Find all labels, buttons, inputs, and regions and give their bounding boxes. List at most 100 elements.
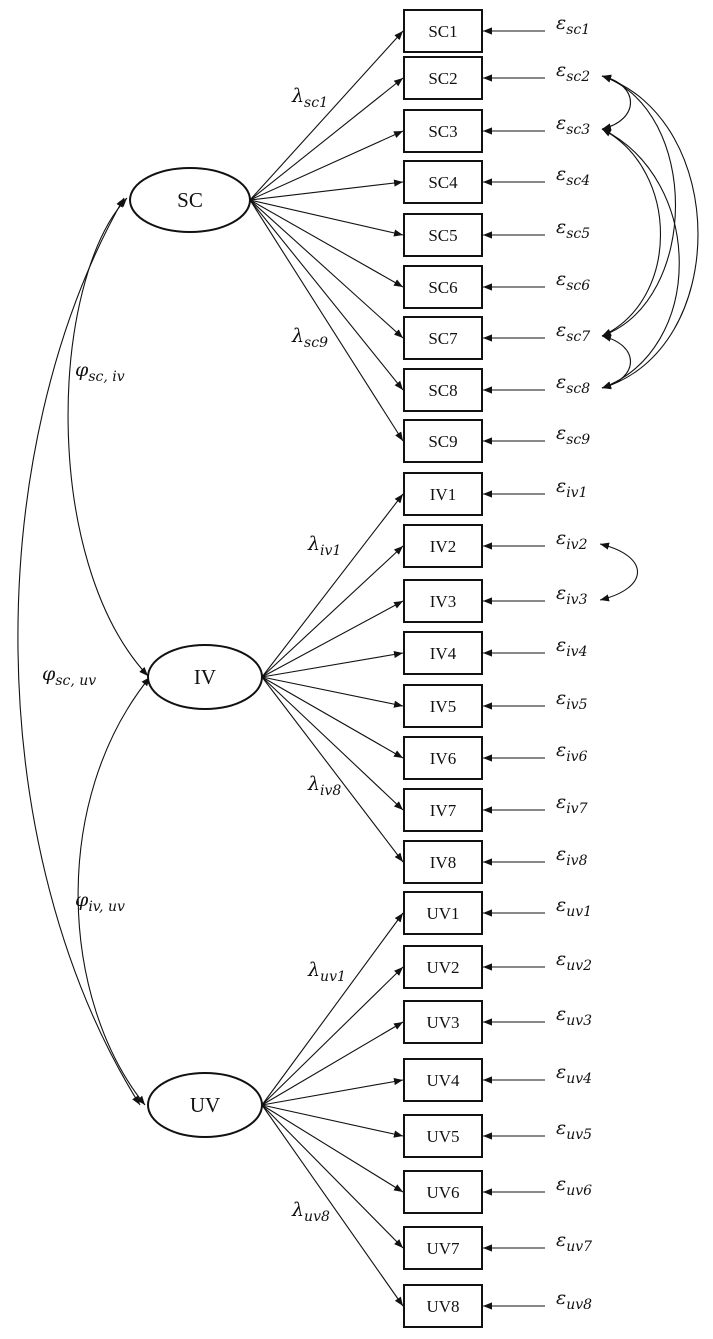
indicator-box-iv6 [403,736,483,780]
loading-label-uv1: λuv1 [307,959,346,985]
latent-ellipse-sc [129,167,251,233]
indicator-sc3: SC3 [403,109,483,153]
indicator-boxes: SC1SC2SC3SC4SC5SC6SC7SC8SC9IV1IV2IV3IV4I… [403,9,483,1328]
latent-label-sc: SC [177,188,203,212]
indicator-box-iv3 [403,579,483,623]
loading-arrow-iv7 [261,676,404,811]
indicator-box-uv1 [403,891,483,935]
indicator-sc6: SC6 [403,265,483,309]
indicator-uv7: UV7 [403,1226,483,1270]
indicator-uv5: UV5 [403,1114,483,1158]
indicator-uv2: UV2 [403,945,483,989]
error-label-iv5: εiv5 [556,687,588,713]
error-label-uv6: εuv6 [556,1173,592,1199]
indicator-iv7: IV7 [403,788,483,832]
indicator-sc1: SC1 [403,9,483,53]
error-label-sc3: εsc3 [556,112,590,138]
indicator-sc7: SC7 [403,316,483,360]
indicator-label-uv2: UV2 [426,958,459,977]
indicator-box-iv1 [403,472,483,516]
error-label-uv7: εuv7 [556,1229,592,1255]
error-label-iv8: εiv8 [556,843,588,869]
indicator-sc4: SC4 [403,160,483,204]
error-label-uv8: εuv8 [556,1287,592,1313]
error-covariance-sc2-sc3 [601,74,631,131]
loading-arrow-uv4 [261,1078,404,1106]
indicator-label-iv5: IV5 [430,697,456,716]
error-label-sc7: εsc7 [556,319,590,345]
factor-covariance-curves [17,197,151,1106]
indicator-box-iv5 [403,684,483,728]
indicator-label-sc1: SC1 [428,22,457,41]
indicator-box-sc5 [403,213,483,257]
indicator-label-uv1: UV1 [426,904,459,923]
loading-arrow-iv6 [261,676,404,759]
indicator-label-uv4: UV4 [426,1071,460,1090]
error-label-sc9: εsc9 [556,422,590,448]
loading-arrow-sc5 [249,199,404,237]
indicator-label-iv2: IV2 [430,537,456,556]
indicator-box-sc2 [403,56,483,100]
loading-arrow-uv8 [261,1104,404,1307]
indicator-uv6: UV6 [403,1170,483,1214]
indicator-box-sc3 [403,109,483,153]
indicator-sc2: SC2 [403,56,483,100]
error-label-uv1: εuv1 [556,894,592,920]
indicator-label-iv6: IV6 [430,749,456,768]
loading-arrow-sc7 [249,199,404,339]
error-label-sc4: εsc4 [556,163,590,189]
error-label-sc6: εsc6 [556,268,590,294]
indicator-iv3: IV3 [403,579,483,623]
indicator-box-sc8 [403,368,483,412]
indicator-sc9: SC9 [403,419,483,463]
loading-labels: λsc1 λsc9 λiv1 λiv8 λuv1 λuv8 [291,85,346,1225]
indicator-label-sc2: SC2 [428,69,457,88]
indicator-label-iv4: IV4 [430,644,457,663]
indicator-label-sc7: SC7 [428,329,458,348]
loading-arrow-sc9 [249,199,404,442]
indicator-box-iv8 [403,840,483,884]
indicator-label-uv6: UV6 [426,1183,459,1202]
loading-label-sc9: λsc9 [291,325,328,351]
indicator-label-iv1: IV1 [430,485,456,504]
error-label-uv5: εuv5 [556,1117,592,1143]
indicator-label-sc8: SC8 [428,381,457,400]
indicator-box-sc7 [403,316,483,360]
indicator-uv1: UV1 [403,891,483,935]
latent-label-iv: IV [194,665,216,689]
loading-arrow-iv3 [261,600,404,678]
loading-arrow-iv8 [261,676,404,863]
loading-arrow-uv7 [261,1104,404,1249]
indicator-uv8: UV8 [403,1284,483,1328]
indicator-uv3: UV3 [403,1000,483,1044]
indicator-label-sc6: SC6 [428,278,457,297]
loading-label-iv1: λiv1 [307,533,341,559]
indicator-box-uv3 [403,1000,483,1044]
latent-label-uv: UV [190,1093,220,1117]
covariance-labels: φsc, iv φsc, uv φiv, uv [42,359,125,915]
indicator-box-iv4 [403,631,483,675]
indicator-iv5: IV5 [403,684,483,728]
indicator-box-uv7 [403,1226,483,1270]
loading-arrow-sc3 [249,130,404,201]
error-label-sc5: εsc5 [556,216,590,242]
indicator-box-sc4 [403,160,483,204]
indicator-box-uv5 [403,1114,483,1158]
indicator-box-sc9 [403,419,483,463]
latent-ellipse-iv [147,644,263,710]
latent-ellipse-uv [147,1072,263,1138]
residual-arrows [483,27,545,1310]
covariance-label-sc-iv: φsc, iv [75,359,125,385]
indicator-label-sc3: SC3 [428,122,457,141]
error-term-labels: εsc1εsc2εsc3εsc4εsc5εsc6εsc7εsc8εsc9εiv1… [556,12,592,1313]
indicator-label-iv7: IV7 [430,801,457,820]
error-label-iv1: εiv1 [556,475,588,501]
loading-label-iv8: λiv8 [307,773,341,799]
loading-arrow-sc1 [249,30,404,201]
indicator-box-iv7 [403,788,483,832]
loading-arrow-sc2 [249,77,404,201]
covariance-curve-sc-uv [17,197,141,1106]
indicator-label-sc5: SC5 [428,226,457,245]
loading-arrow-iv1 [261,493,404,678]
error-label-uv3: εuv3 [556,1003,592,1029]
